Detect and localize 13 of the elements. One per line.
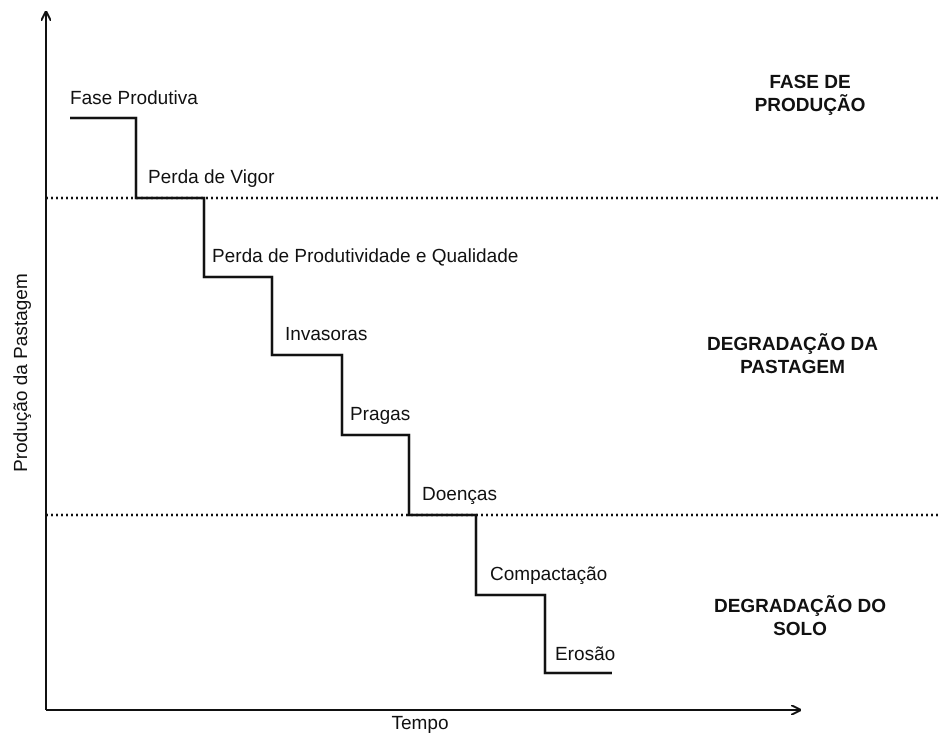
step-label: Doenças — [422, 484, 497, 507]
phase-label: FASE DE PRODUÇÃO — [754, 72, 866, 118]
step-label: Erosão — [555, 644, 616, 667]
phase-label: DEGRADAÇÃO DO SOLO — [712, 596, 888, 642]
step-label: Perda de Produtividade e Qualidade — [212, 246, 518, 269]
axis-title: Produção da Pastagem — [11, 272, 34, 472]
step-label: Fase Produtiva — [70, 88, 198, 111]
step-label: Compactação — [490, 564, 608, 587]
step-label: Invasoras — [285, 324, 368, 347]
phase-label: DEGRADAÇÃO DA PASTAGEM — [706, 334, 879, 380]
axis-title: Tempo — [390, 713, 450, 736]
step-label: Pragas — [350, 404, 410, 427]
step-label: Perda de Vigor — [148, 167, 274, 190]
